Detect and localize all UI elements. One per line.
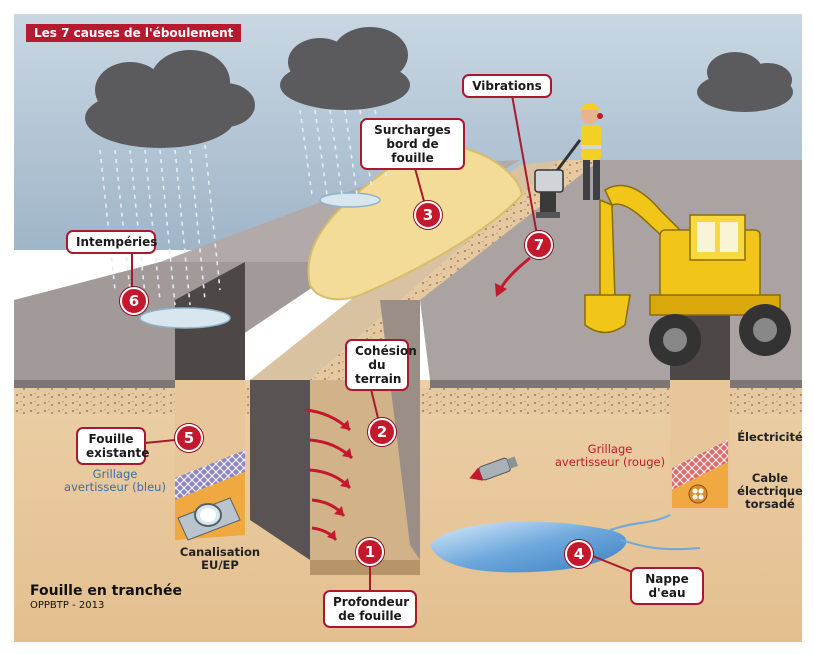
badge-cause-6: 6 (120, 287, 148, 315)
label-cause-1: Profondeur de fouille (323, 590, 417, 628)
road-edge-left (14, 380, 175, 388)
label-cause-7: Vibrations (462, 74, 552, 98)
cable-icon (689, 485, 707, 503)
road-edge-right (430, 380, 802, 388)
puddle-right (320, 193, 380, 207)
badge-cause-2: 2 (368, 418, 396, 446)
badge-cause-4: 4 (565, 540, 593, 568)
badge-cause-7: 7 (525, 231, 553, 259)
annotation-electricite: Électricité (730, 431, 810, 444)
annotation-canalisation: Canalisation EU/EP (170, 546, 270, 572)
label-cause-2: Cohésion du terrain (345, 339, 409, 391)
caption: Fouille en tranchée OPPBTP - 2013 (30, 583, 182, 611)
label-cause-3: Surcharges bord de fouille (360, 118, 465, 170)
label-cause-6: Intempéries (66, 230, 156, 254)
diagram-title: Les 7 causes de l'éboulement (26, 24, 241, 42)
annotation-cable: Cable électrique torsadé (730, 472, 810, 511)
label-cause-4: Nappe d'eau (630, 567, 704, 605)
badge-cause-3: 3 (414, 201, 442, 229)
caption-title: Fouille en tranchée (30, 583, 182, 599)
puddle-left (140, 308, 230, 328)
badge-cause-5: 5 (175, 424, 203, 452)
badge-cause-1: 1 (356, 538, 384, 566)
caption-source: OPPBTP - 2013 (30, 600, 182, 611)
annotation-grillage-bleu: Grillage avertisseur (bleu) (50, 468, 180, 494)
annotation-grillage-rouge: Grillage avertisseur (rouge) (545, 443, 675, 469)
label-cause-5: Fouille existante (76, 427, 146, 465)
